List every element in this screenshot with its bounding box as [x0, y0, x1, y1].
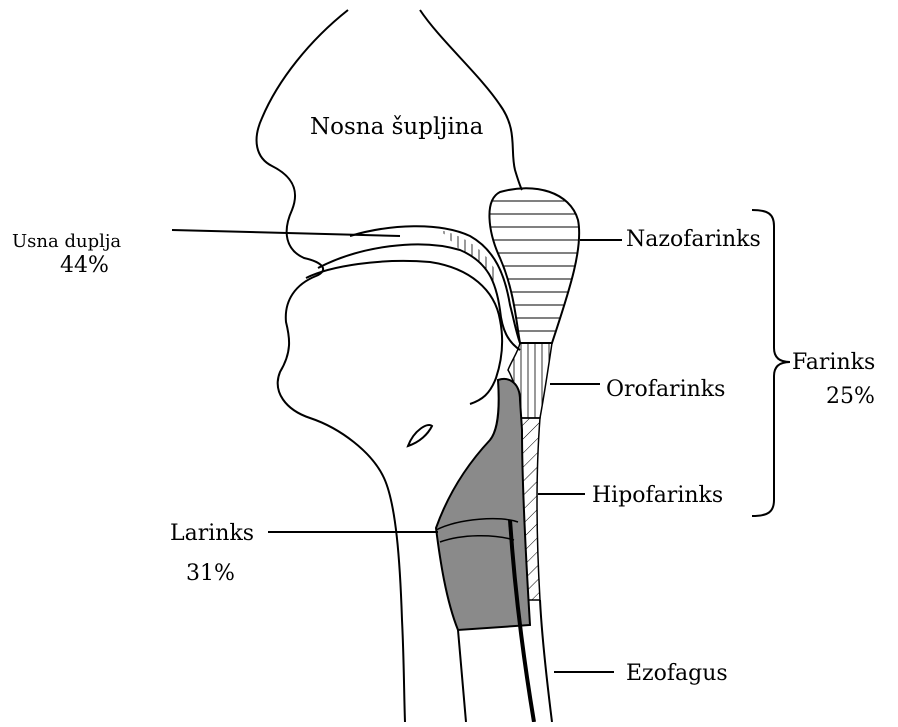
tongue-outline	[306, 261, 502, 404]
palate-inner-outline	[318, 244, 520, 350]
label-pharynx-pct: 25%	[826, 384, 875, 409]
label-larynx: Larinks	[170, 521, 254, 546]
label-hypopharynx: Hipofarinks	[592, 483, 723, 508]
pharynx-bracket	[752, 210, 790, 516]
nasopharynx-region	[489, 188, 579, 343]
label-oropharynx: Orofarinks	[606, 377, 725, 402]
label-oral-cavity: Usna duplja	[12, 231, 121, 252]
label-nasal-cavity: Nosna šupljina	[310, 114, 484, 140]
hyoid-notch	[408, 425, 432, 446]
label-nasopharynx: Nazofarinks	[626, 227, 761, 252]
label-larynx-pct: 31%	[186, 561, 235, 586]
label-oral-cavity-pct: 44%	[60, 253, 109, 278]
nasal-cavity-outline	[420, 10, 522, 190]
label-pharynx: Farinks	[792, 350, 875, 375]
label-esophagus: Ezofagus	[626, 661, 728, 686]
